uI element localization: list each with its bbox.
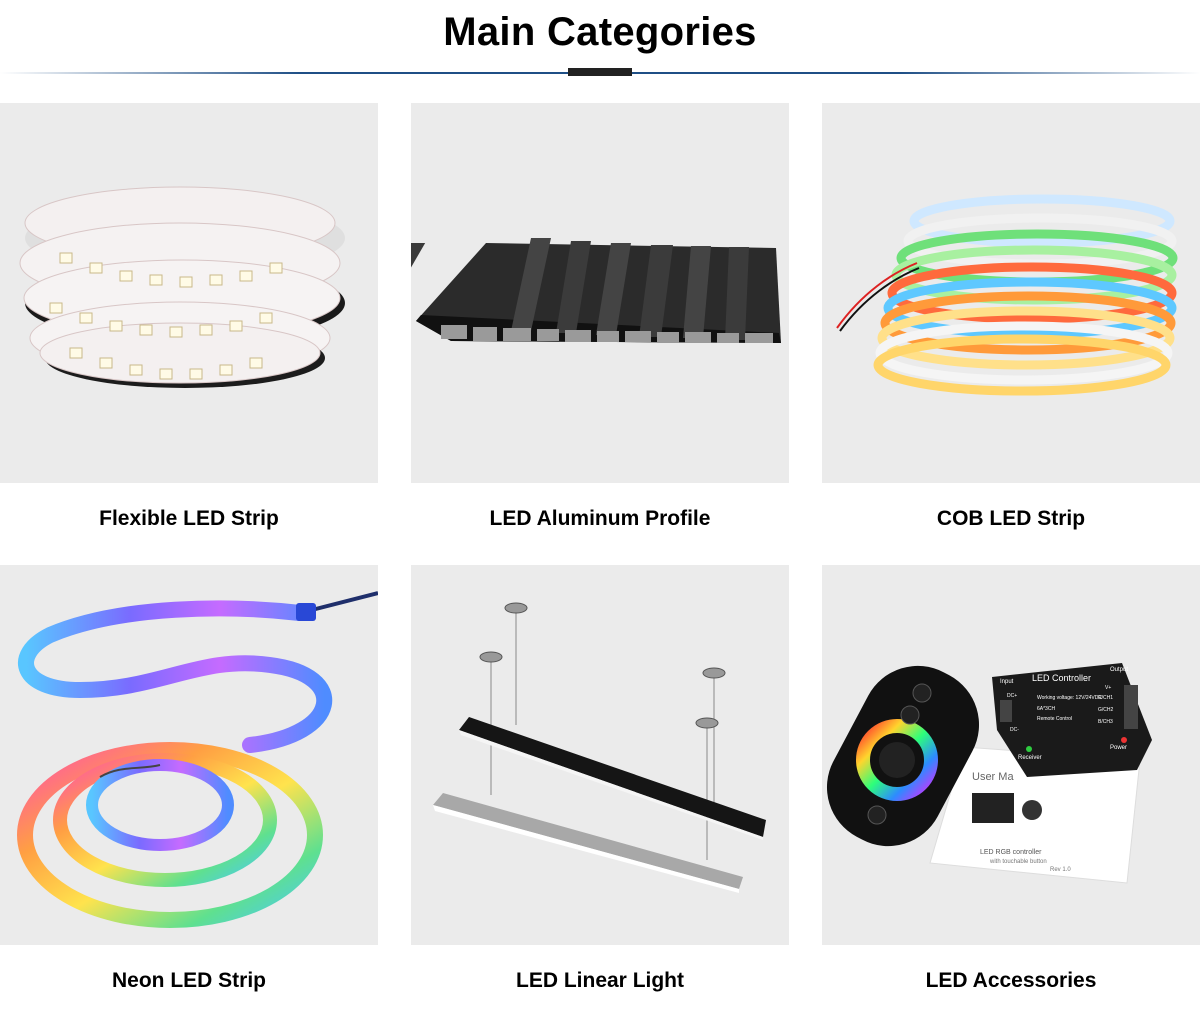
category-card-flexible-led-strip[interactable]: Flexible LED Strip (0, 103, 378, 530)
neon-strip-coil (17, 600, 333, 928)
manual-title: User Ma (972, 771, 1014, 783)
controller-v-plus: V+ (1105, 685, 1111, 691)
controller-receiver-label: Receiver (1018, 755, 1042, 761)
rgb-touch-remote (826, 665, 980, 847)
page-title: Main Categories (443, 10, 757, 54)
title-divider-accent (568, 68, 632, 76)
led-linear-light-image[interactable] (411, 565, 789, 945)
aluminum-profile-bundle (411, 238, 781, 343)
category-label[interactable]: Neon LED Strip (111, 969, 266, 992)
category-label[interactable]: LED Linear Light (516, 969, 684, 992)
cob-led-strip-image[interactable] (822, 103, 1200, 483)
led-controller-box: LED Controller Input Output DC+ DC- Work… (992, 663, 1152, 777)
category-card-cob-led-strip[interactable]: COB LED Strip (822, 103, 1200, 530)
controller-spec-voltage: Working voltage: 12V/24VDC (1037, 695, 1102, 701)
cob-strip-reel-stack (873, 194, 1178, 396)
led-aluminum-profile-image[interactable] (411, 103, 789, 483)
manual-subtitle-2: with touchable button (989, 859, 1047, 865)
controller-output-label: Output (1110, 667, 1128, 673)
controller-spec-current: 6A*3CH (1037, 706, 1055, 712)
category-label[interactable]: LED Accessories (925, 969, 1097, 992)
category-card-led-accessories[interactable]: User Ma LED RGB controller with touchabl… (822, 565, 1200, 992)
controller-spec-remote: Remote Control (1037, 716, 1072, 722)
controller-g-ch2: G/CH2 (1098, 707, 1114, 713)
category-label[interactable]: LED Aluminum Profile (489, 507, 711, 530)
controller-b-ch3: B/CH3 (1098, 719, 1113, 725)
category-label[interactable]: COB LED Strip (936, 507, 1086, 530)
manual-revision: Rev 1.0 (1050, 867, 1071, 873)
controller-dc-plus: DC+ (1007, 693, 1017, 699)
controller-r-ch1: R/CH1 (1098, 695, 1113, 701)
controller-dc-minus: DC- (1010, 727, 1019, 733)
neon-led-strip-image[interactable] (0, 565, 378, 945)
pendant-linear-lights (433, 602, 766, 893)
category-label[interactable]: Flexible LED Strip (99, 507, 279, 530)
led-accessories-image[interactable]: User Ma LED RGB controller with touchabl… (822, 565, 1200, 945)
category-card-led-aluminum-profile[interactable]: LED Aluminum Profile (411, 103, 789, 530)
category-card-neon-led-strip[interactable]: Neon LED Strip (0, 565, 378, 992)
manual-subtitle: LED RGB controller (980, 849, 1042, 856)
user-manual: User Ma LED RGB controller with touchabl… (929, 746, 1141, 884)
section-header: Main Categories (0, 0, 1200, 90)
controller-input-label: Input (1000, 679, 1014, 685)
controller-title: LED Controller (1032, 673, 1091, 683)
flexible-led-strip-image[interactable] (0, 103, 378, 483)
led-chip-row (49, 252, 283, 380)
controller-power-label: Power (1110, 745, 1127, 751)
category-card-led-linear-light[interactable]: LED Linear Light (411, 565, 789, 992)
